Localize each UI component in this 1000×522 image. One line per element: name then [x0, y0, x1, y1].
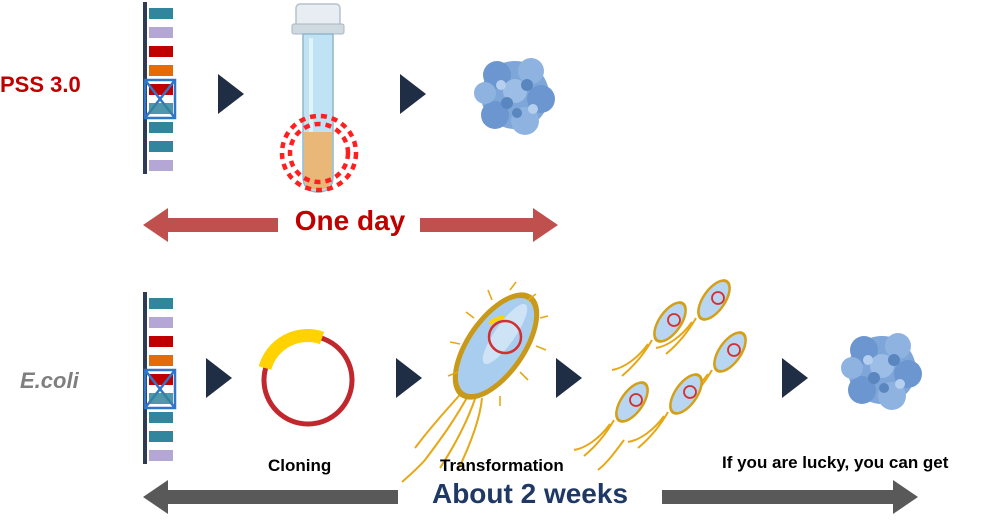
- ecoli-chevron-4-icon: [782, 358, 808, 398]
- ecoli-timeline-arrow: [143, 480, 918, 514]
- result-caption: If you are lucky, you can get: [722, 453, 949, 472]
- ecoli-row-label: E.coli: [20, 368, 79, 393]
- ecoli-timeline-label: About 2 weeks: [431, 478, 629, 509]
- ecoli-chevron-1-icon: [206, 358, 232, 398]
- pss-protein-icon: [474, 58, 555, 135]
- ecoli-protein-icon: [841, 333, 922, 410]
- ecoli-chevron-2-icon: [396, 358, 422, 398]
- test-tube-icon: [279, 3, 359, 193]
- pss-row-label: PSS 3.0: [0, 72, 81, 97]
- pss-gene-bar-icon: [143, 0, 177, 176]
- pss-timeline-arrow: [143, 208, 558, 242]
- bacteria-colony-icon: [573, 272, 755, 471]
- pss-timeline-label: One day: [294, 205, 406, 236]
- pss-chevron-1-icon: [218, 74, 244, 114]
- pss-chevron-2-icon: [400, 74, 426, 114]
- ecoli-gene-bar-icon: [143, 290, 177, 466]
- ecoli-chevron-3-icon: [556, 358, 582, 398]
- plasmid-icon: [258, 329, 355, 427]
- cloning-caption: Cloning: [268, 456, 332, 475]
- bacterium-icon: [401, 281, 549, 483]
- transformation-caption: Transformation: [440, 456, 564, 475]
